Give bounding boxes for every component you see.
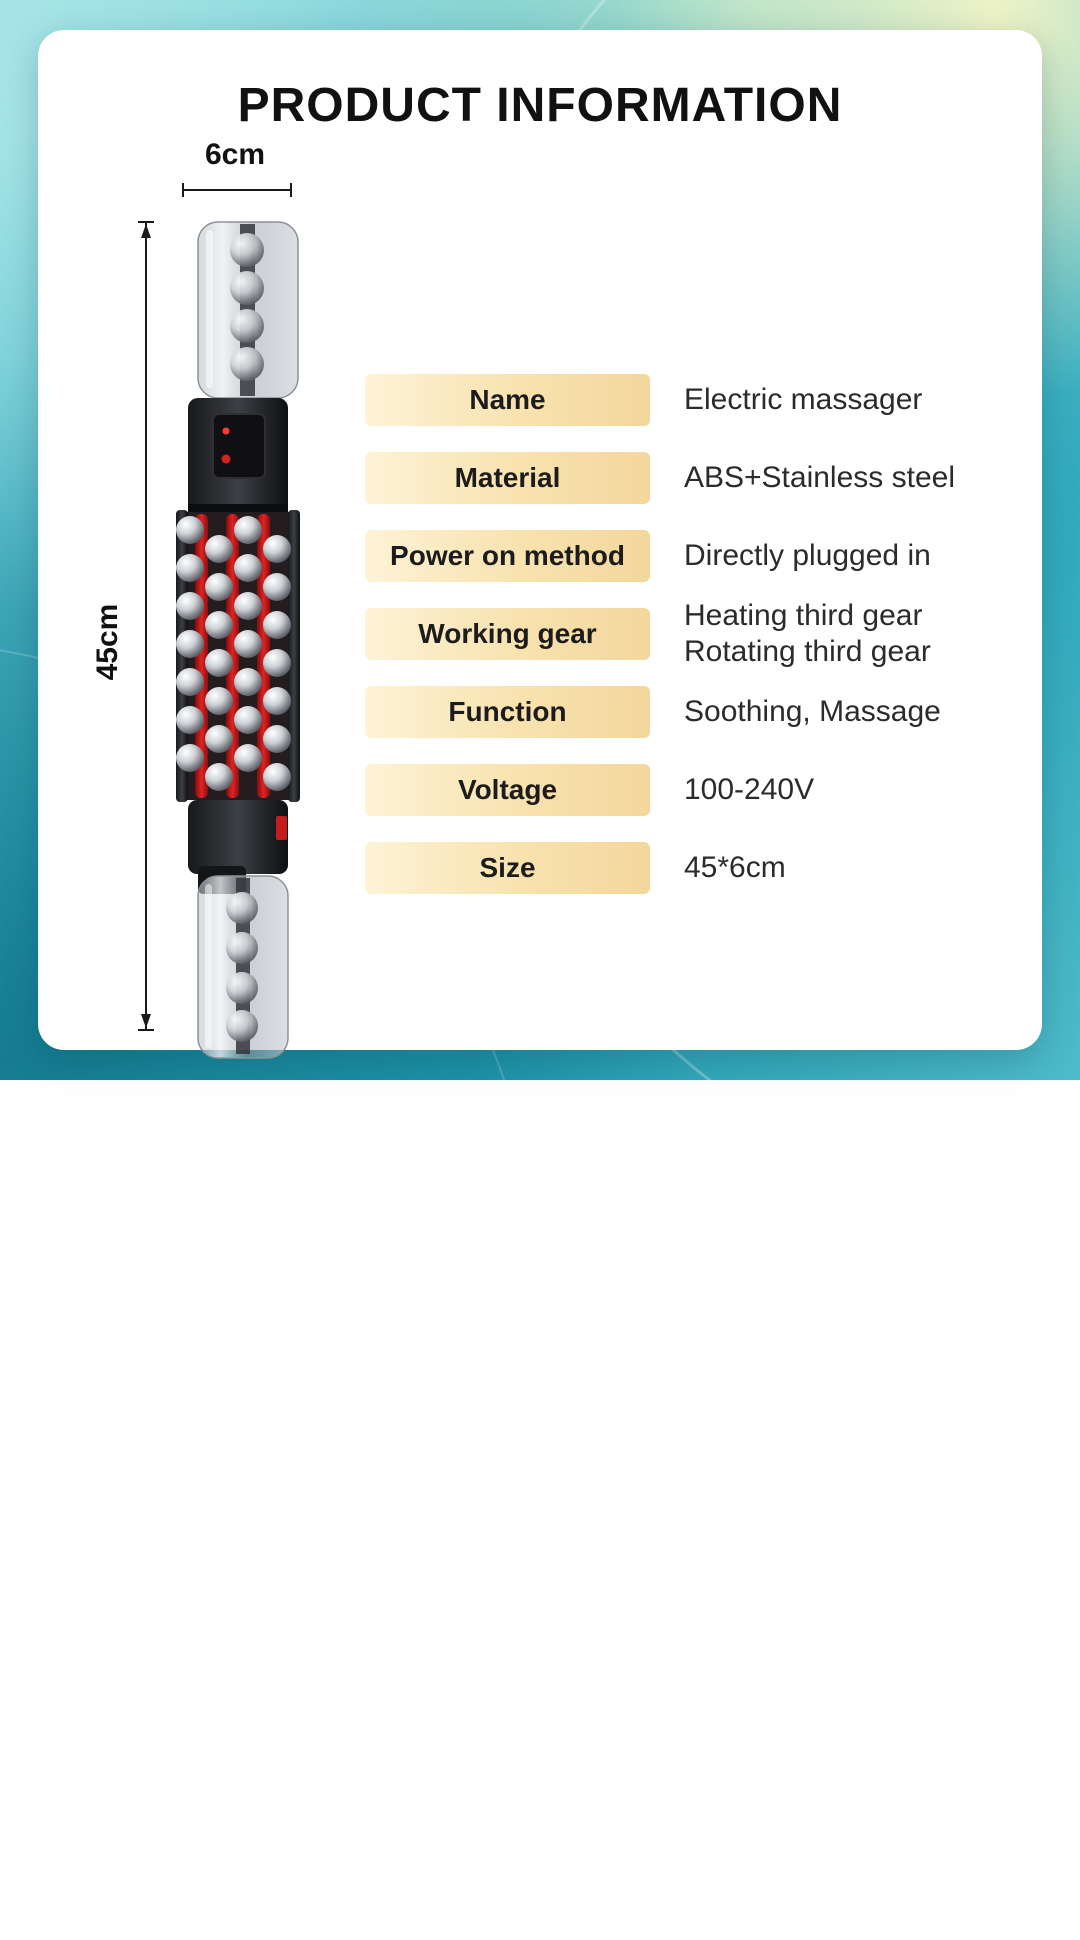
- spec-table: Name Electric massager Material ABS+Stai…: [365, 374, 1020, 894]
- product-info-card: PRODUCT INFORMATION 6cm 45cm: [38, 30, 1042, 1059]
- spec-label: Size: [365, 842, 650, 894]
- spec-row-size: Size 45*6cm: [365, 842, 1020, 894]
- roller-section: [176, 510, 300, 802]
- spec-row-power-on-method: Power on method Directly plugged in: [365, 530, 1020, 582]
- spec-value: Electric massager: [684, 383, 923, 416]
- width-dimension-line: [182, 183, 292, 197]
- top-handle: [197, 221, 299, 399]
- spec-label: Voltage: [365, 764, 650, 816]
- spec-row-working-gear: Working gear Heating third gear Rotating…: [365, 599, 1020, 668]
- spec-label: Power on method: [365, 530, 650, 582]
- height-dimension-label: 45cm: [91, 603, 124, 681]
- spec-value: Directly plugged in: [684, 539, 931, 572]
- spec-row-function: Function Soothing, Massage: [365, 686, 1020, 738]
- bottom-handle: [197, 875, 289, 1059]
- control-unit: [188, 398, 288, 514]
- massager-product-image: [176, 221, 300, 1059]
- spec-label: Function: [365, 686, 650, 738]
- spec-row-name: Name Electric massager: [365, 374, 1020, 426]
- spec-row-material: Material ABS+Stainless steel: [365, 452, 1020, 504]
- spec-value: Heating third gear Rotating third gear: [684, 599, 931, 668]
- spec-value: Soothing, Massage: [684, 695, 941, 728]
- spec-label: Material: [365, 452, 650, 504]
- height-dimension-line: [138, 221, 154, 1031]
- spec-value: ABS+Stainless steel: [684, 461, 955, 494]
- spec-label: Name: [365, 374, 650, 426]
- spec-value: 100-240V: [684, 773, 815, 806]
- spec-value: 45*6cm: [684, 851, 786, 884]
- spec-label: Working gear: [365, 608, 650, 660]
- page-title: PRODUCT INFORMATION: [237, 79, 843, 132]
- spec-row-voltage: Voltage 100-240V: [365, 764, 1020, 816]
- width-dimension-label: 6cm: [204, 138, 266, 171]
